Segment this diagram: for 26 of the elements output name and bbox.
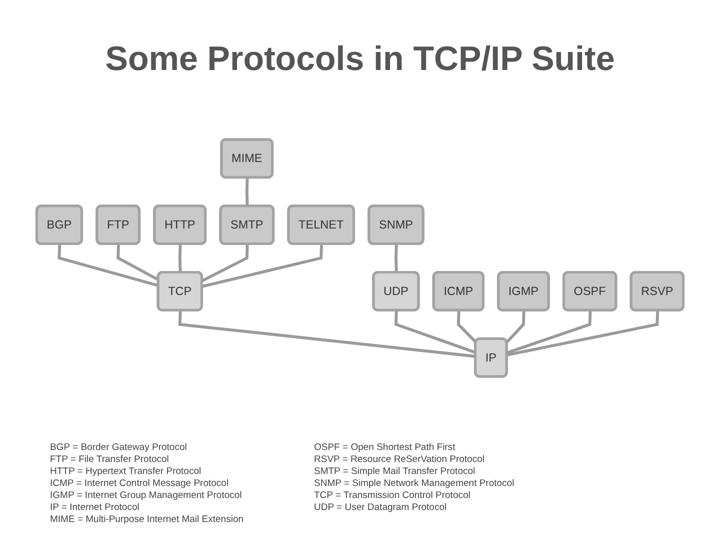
connector xyxy=(178,244,182,273)
connector xyxy=(506,310,592,354)
connector xyxy=(394,244,398,273)
abbreviation-note: OSPF = Open Shortest Path First xyxy=(314,442,456,454)
connector xyxy=(245,178,249,206)
connector xyxy=(202,244,323,288)
connector xyxy=(506,310,526,344)
abbreviation-note: MIME = Multi-Purpose Internet Mail Extension xyxy=(50,514,244,526)
abbreviation-note: FTP = File Transfer Protocol xyxy=(50,454,169,466)
abbreviation-note: SNMP = Simple Network Management Protocol xyxy=(314,478,514,490)
abbreviation-note: HTTP = Hypertext Transfer Protocol xyxy=(50,466,202,478)
abbreviation-note: TCP = Transmission Control Protocol xyxy=(314,490,470,502)
connector xyxy=(394,310,476,354)
diagram-title: Some Protocols in TCP/IP Suite xyxy=(105,40,615,79)
abbreviation-note: ICMP = Internet Control Message Protocol xyxy=(50,478,229,490)
abbreviation-note: BGP = Border Gateway Protocol xyxy=(50,442,187,454)
connector xyxy=(58,244,159,288)
connector xyxy=(201,244,249,282)
abbreviation-note: IP = Internet Protocol xyxy=(50,502,140,514)
connector xyxy=(456,310,477,344)
abbreviation-note: SMTP = Simple Mail Transfer Protocol xyxy=(314,466,476,478)
connector xyxy=(506,310,660,356)
connector xyxy=(178,310,476,358)
abbreviation-note: RSVP = Resource ReSerVation Protocol xyxy=(314,454,484,466)
abbreviation-note: UDP = User Datagram Protocol xyxy=(314,502,447,514)
abbreviation-note: IGMP = Internet Group Management Protocol xyxy=(50,490,242,502)
